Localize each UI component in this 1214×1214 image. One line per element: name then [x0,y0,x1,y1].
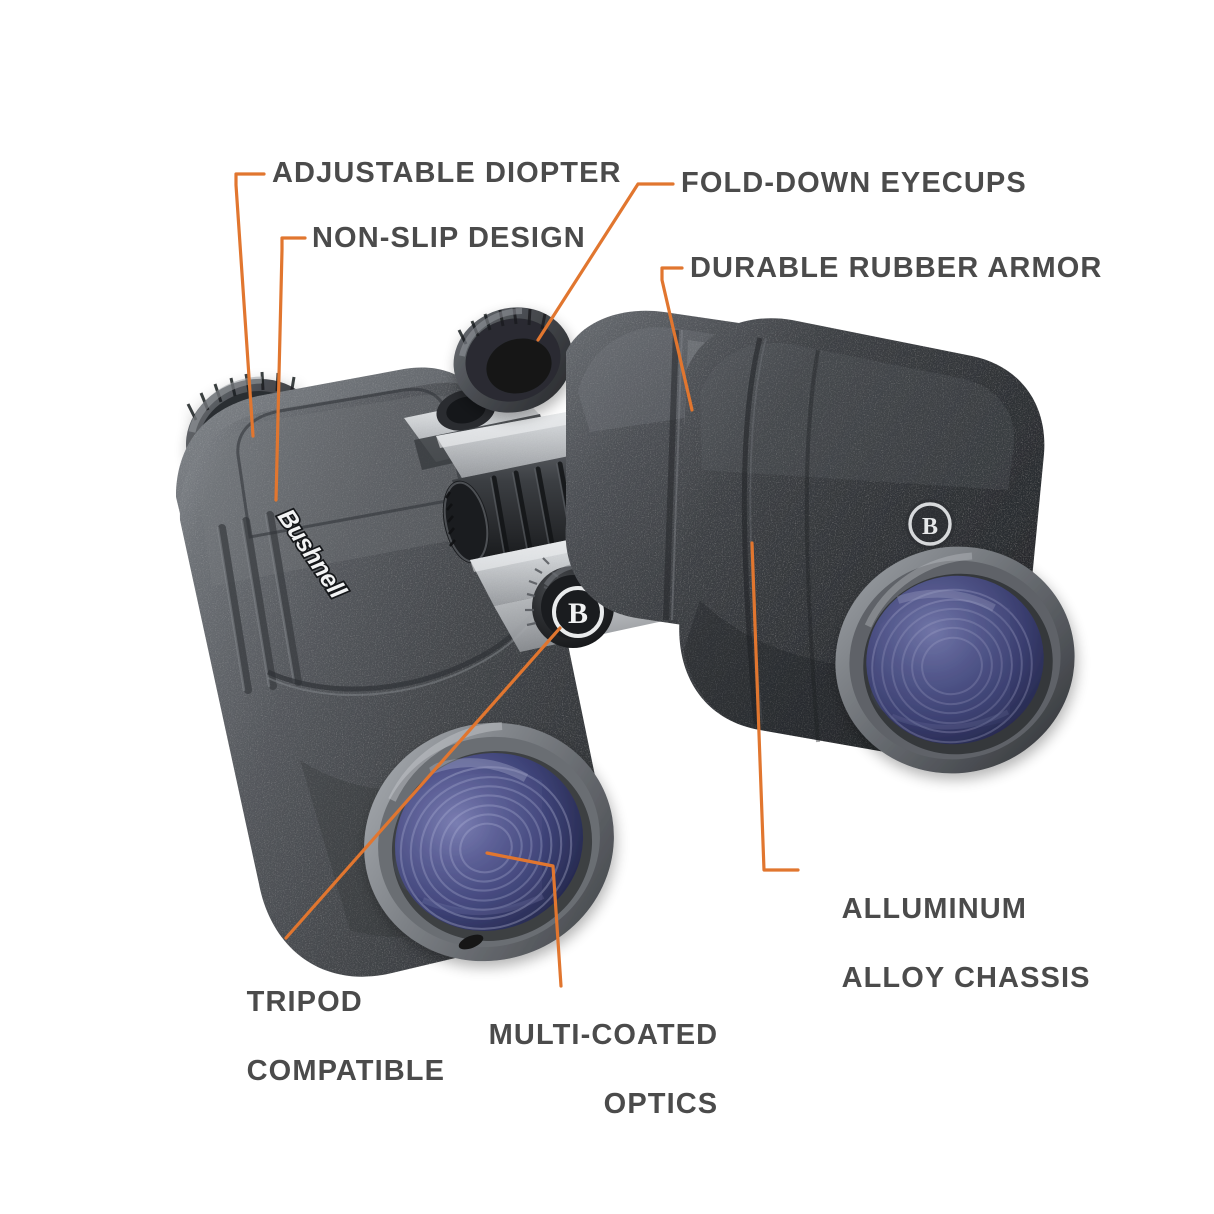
left-objective-lens [364,722,614,962]
callout-label-alluminum-alloy-chassis: ALLUMINUM ALLOY CHASSIS [806,858,1091,1029]
callout-label-fold-down-eyecups: FOLD-DOWN EYECUPS [681,167,1027,199]
leader-tripod-compatible [284,626,562,940]
svg-text:B: B [922,514,938,540]
right-objective-lens [835,546,1075,774]
tripod-label-line-2: COMPATIBLE [246,1054,446,1087]
brand-badge-right: B [905,499,955,549]
tripod-label-line-1: TRIPOD [246,986,363,1019]
optics-label-line-1: MULTI-COATED [488,1019,719,1052]
chassis-label-line-2: ALLOY CHASSIS [841,961,1091,994]
callout-label-multi-coated-optics: MULTI-COATED OPTICS [452,984,718,1155]
leader-durable-rubber-armor [660,266,694,412]
callout-label-adjustable-diopter: ADJUSTABLE DIOPTER [272,157,622,189]
callout-label-tripod-compatible: TRIPOD COMPATIBLE [210,951,445,1122]
callout-label-non-slip-design: NON-SLIP DESIGN [312,222,586,254]
callout-label-durable-rubber-armor: DURABLE RUBBER ARMOR [690,252,1103,284]
right-eyecup [453,307,573,413]
leader-lines [234,172,800,988]
leader-multi-coated-optics [485,851,563,988]
svg-text:B: B [568,597,588,630]
chassis-label-line-1: ALLUMINUM [841,893,1028,926]
leader-adjustable-diopter [234,172,266,438]
leader-fold-down-eyecups [536,182,675,342]
leader-non-slip-design [274,236,307,502]
optics-label-line-2: OPTICS [603,1087,719,1120]
leader-alluminum-alloy-chassis [750,541,800,872]
